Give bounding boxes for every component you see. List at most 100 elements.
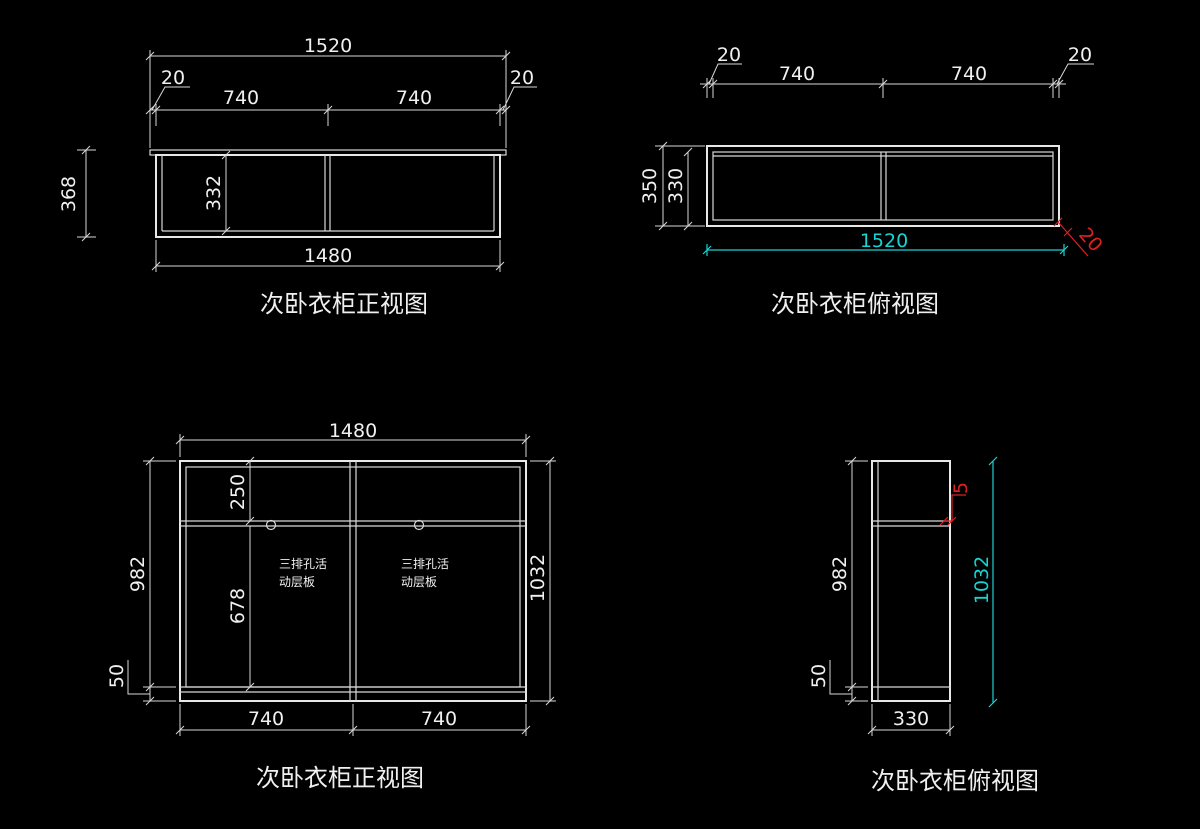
dim-tick [175, 725, 185, 735]
dim-tick [81, 232, 91, 242]
front-top-side-right: 20 [510, 67, 534, 89]
front-top-body [155, 154, 501, 238]
side-bottom-height-left: 982 [829, 556, 851, 592]
dim-tick [521, 435, 531, 445]
side-bottom-height-right: 1032 [971, 556, 993, 604]
front-bottom-bay-right: 740 [421, 708, 457, 730]
plan-top-depth-outer: 350 [639, 168, 661, 204]
front-bottom-bay-left: 740 [248, 708, 284, 730]
red-dim-tick [939, 516, 949, 526]
plan-top-depth-inner: 330 [665, 168, 687, 204]
front-bottom-title: 次卧衣柜正视图 [256, 764, 424, 792]
plan-top-inner [712, 151, 1054, 221]
dim-tick [245, 682, 255, 692]
leader-20-right [1056, 63, 1094, 85]
dim-tick [145, 696, 155, 706]
dim-tick [495, 105, 505, 115]
front-view-top: 1520 740 740 20 20 368 332 [58, 35, 537, 318]
dim-tick [145, 682, 155, 692]
dim-tick-cyan [988, 698, 998, 708]
plan-top-side-left: 20 [717, 44, 741, 66]
front-bottom-height-left: 982 [127, 556, 149, 592]
dim-tick [658, 141, 668, 151]
hanging-rod-icon-right [413, 519, 425, 531]
plan-top-bay-right: 740 [951, 63, 987, 85]
dim-tick [1054, 79, 1064, 89]
front-top-overall-width: 1520 [304, 35, 352, 57]
red-dim-tick [1053, 217, 1063, 227]
note-right-line2: 动层板 [401, 575, 437, 589]
front-top-bottom-width: 1480 [304, 245, 352, 267]
front-top-title: 次卧衣柜正视图 [260, 290, 428, 318]
dim-tick [945, 725, 955, 735]
red-dim-tick [1063, 227, 1073, 237]
dim-tick-cyan [702, 245, 712, 255]
plan-top-bay-left: 740 [779, 63, 815, 85]
side-view-bottom: 982 50 330 1032 5 次卧衣柜俯视图 [808, 456, 1039, 795]
side-bottom-base: 50 [808, 664, 830, 688]
front-top-side-left: 20 [161, 67, 185, 89]
dim-tick [81, 145, 91, 155]
dim-tick [145, 105, 155, 115]
leader-20-left [708, 63, 742, 85]
dim-tick [145, 456, 155, 466]
leader-50 [127, 660, 150, 695]
front-view-bottom: 三排孔活 动层板 三排孔活 动层板 1480 250 678 982 50 [106, 420, 556, 792]
dim-tick [878, 79, 888, 89]
dim-tick [495, 261, 505, 271]
plan-top-side-right: 20 [1068, 44, 1092, 66]
front-bottom-height-right: 1032 [527, 554, 549, 602]
side-bottom-body [871, 460, 951, 702]
plan-view-top: 740 740 20 20 350 330 1520 20 次卧衣柜俯视图 [639, 44, 1107, 318]
leader-50 [829, 660, 852, 695]
front-bottom-shelf-gap: 250 [227, 474, 249, 510]
front-bottom-body [179, 460, 527, 702]
dim-tick [847, 456, 857, 466]
dim-tick [847, 696, 857, 706]
dim-tick [348, 725, 358, 735]
dim-tick [867, 725, 877, 735]
leader-20-right [502, 86, 537, 111]
dim-tick [1048, 79, 1058, 89]
note-left-line2: 动层板 [279, 575, 315, 589]
front-top-bay-left: 740 [223, 87, 259, 109]
side-bottom-depth: 330 [893, 708, 929, 730]
dim-tick [545, 456, 555, 466]
dim-tick-cyan [1059, 245, 1069, 255]
dim-tick [245, 456, 255, 466]
note-right-line1: 三排孔活 [401, 557, 449, 571]
dim-tick [323, 105, 333, 115]
dim-tick [145, 51, 155, 61]
dim-tick [658, 221, 668, 231]
dim-tick [501, 105, 511, 115]
dim-tick [221, 226, 231, 236]
dim-tick [521, 725, 531, 735]
leader-20-left [151, 86, 190, 111]
dim-tick [151, 261, 161, 271]
red-dim-tick [947, 516, 957, 526]
front-top-height-inner: 332 [203, 175, 225, 211]
dim-tick [847, 682, 857, 692]
red-leader-5 [944, 494, 966, 522]
front-bottom-inner-height: 678 [227, 588, 249, 624]
dim-tick [151, 105, 161, 115]
dim-tick [221, 150, 231, 160]
plan-top-title: 次卧衣柜俯视图 [771, 290, 939, 318]
dim-tick [683, 147, 693, 157]
front-bottom-top-width: 1480 [329, 420, 377, 442]
side-bottom-title: 次卧衣柜俯视图 [871, 767, 1039, 795]
plan-top-outer [706, 145, 1060, 227]
front-top-bay-right: 740 [396, 87, 432, 109]
dim-tick [501, 51, 511, 61]
dim-tick [245, 516, 255, 526]
side-bottom-offset: 5 [950, 482, 972, 494]
dim-tick-cyan [988, 456, 998, 466]
dim-tick [683, 221, 693, 231]
dim-tick [175, 435, 185, 445]
dim-tick [545, 696, 555, 706]
plan-top-overall-width: 1520 [860, 230, 908, 252]
note-left-line1: 三排孔活 [279, 557, 327, 571]
dim-tick [708, 79, 718, 89]
plan-top-corner-mark: 20 [1074, 224, 1107, 257]
